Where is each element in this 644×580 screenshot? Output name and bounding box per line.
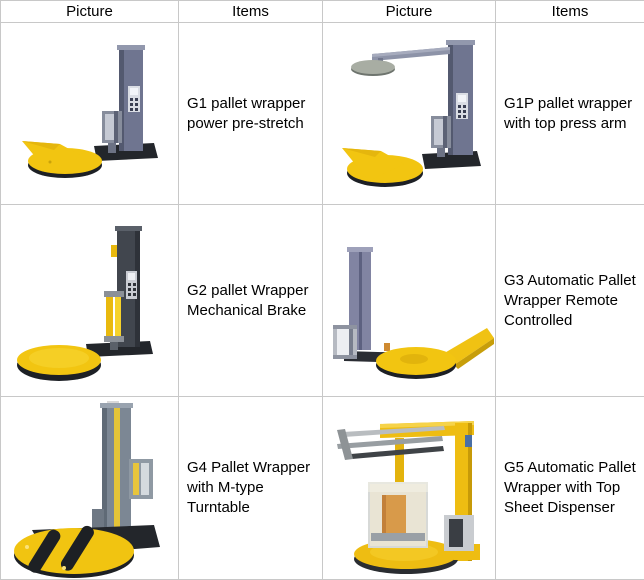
picture-cell-g5 (322, 396, 496, 580)
g4-pallet-wrapper-photo (13, 401, 160, 578)
items-cell-g5: G5 Automatic Pallet Wrapper with Top She… (495, 396, 644, 580)
g1-pallet-wrapper-photo (21, 45, 158, 178)
item-description-g3: G3 Automatic Pallet Wrapper Remote Contr… (504, 271, 636, 329)
picture-cell-g2 (0, 204, 179, 397)
item-description-g4: G4 Pallet Wrapper with M-type Turntable (187, 459, 311, 516)
items-cell-g1: G1 pallet wrapper power pre-stretch (178, 22, 323, 205)
item-description-g1p: G1P pallet wrapper with top press arm (504, 94, 633, 132)
header-row: Picture Items Picture Items (0, 0, 644, 23)
items-cell-g1p: G1P pallet wrapper with top press arm (495, 22, 644, 205)
item-description-g2: G2 pallet Wrapper Mechanical Brake (187, 281, 309, 319)
item-description-g5: G5 Automatic Pallet Wrapper with Top She… (504, 459, 636, 516)
picture-cell-g1 (0, 22, 179, 205)
table-row: G4 Pallet Wrapper with M-type Turntable (0, 396, 644, 580)
column-header-items-left: Items (178, 0, 323, 23)
table-row: G2 pallet Wrapper Mechanical Brake (0, 204, 644, 397)
table-row: G1 pallet wrapper power pre-stretch (0, 22, 644, 205)
items-cell-g4: G4 Pallet Wrapper with M-type Turntable (178, 396, 323, 580)
items-cell-g2: G2 pallet Wrapper Mechanical Brake (178, 204, 323, 397)
column-header-items-right: Items (495, 0, 644, 23)
g1p-pallet-wrapper-photo (341, 40, 481, 187)
items-cell-g3: G3 Automatic Pallet Wrapper Remote Contr… (495, 204, 644, 397)
picture-cell-g3 (322, 204, 496, 397)
g3-pallet-wrapper-photo (332, 247, 494, 379)
g5-pallet-wrapper-photo (336, 421, 480, 574)
picture-cell-g1p (322, 22, 496, 205)
column-header-picture-right: Picture (322, 0, 496, 23)
picture-cell-g4 (0, 396, 179, 580)
item-description-g1: G1 pallet wrapper power pre-stretch (187, 94, 306, 132)
g2-pallet-wrapper-photo (16, 226, 153, 381)
column-header-picture-left: Picture (0, 0, 179, 23)
